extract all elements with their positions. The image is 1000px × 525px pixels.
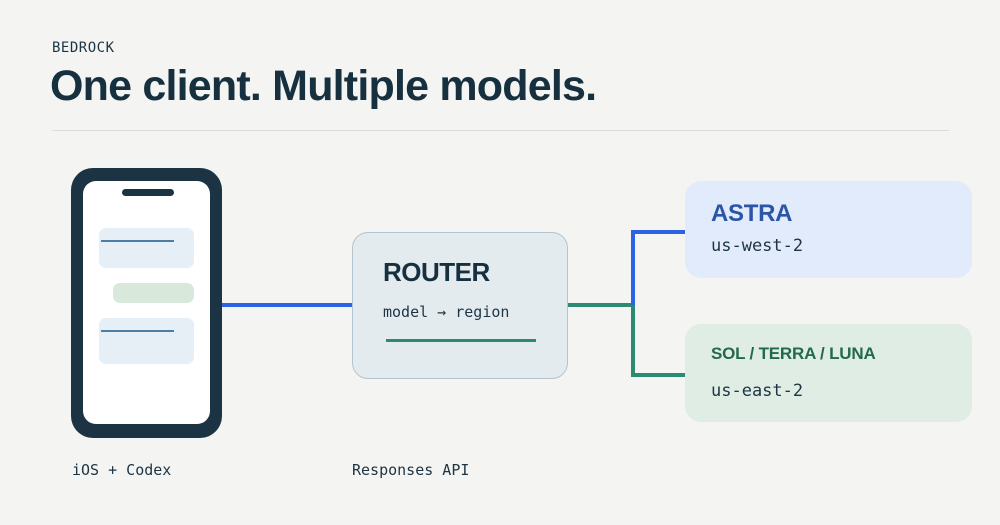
header-divider [52,130,949,131]
router-caption: Responses API [352,461,470,479]
router-subtitle: model → region [383,303,510,321]
phone-speaker-notch [122,189,174,196]
phone-screen [83,181,210,424]
router-title: ROUTER [383,257,490,287]
router-accent-bar [386,339,536,342]
page-title: One client. Multiple models. [50,62,597,110]
model-card-sol-terra-luna: SOL / TERRA / LUNA us-east-2 [685,324,972,422]
message-bubble-incoming [99,318,194,364]
message-line [101,240,174,242]
smartphone-icon [71,168,222,438]
model-card-astra: ASTRA us-west-2 [685,181,972,278]
model-name: SOL / TERRA / LUNA [711,344,876,363]
model-name: ASTRA [711,200,793,227]
astra-connector [631,230,685,305]
message-line [101,330,174,332]
router-box: ROUTER model → region [352,232,568,379]
message-bubble-outgoing [113,283,194,303]
model-region: us-west-2 [711,236,804,256]
model-region: us-east-2 [711,381,804,401]
eyebrow-label: BEDROCK [52,40,115,56]
message-bubble-incoming [99,228,194,268]
sol-connector [631,305,685,377]
client-caption: iOS + Codex [72,461,172,479]
